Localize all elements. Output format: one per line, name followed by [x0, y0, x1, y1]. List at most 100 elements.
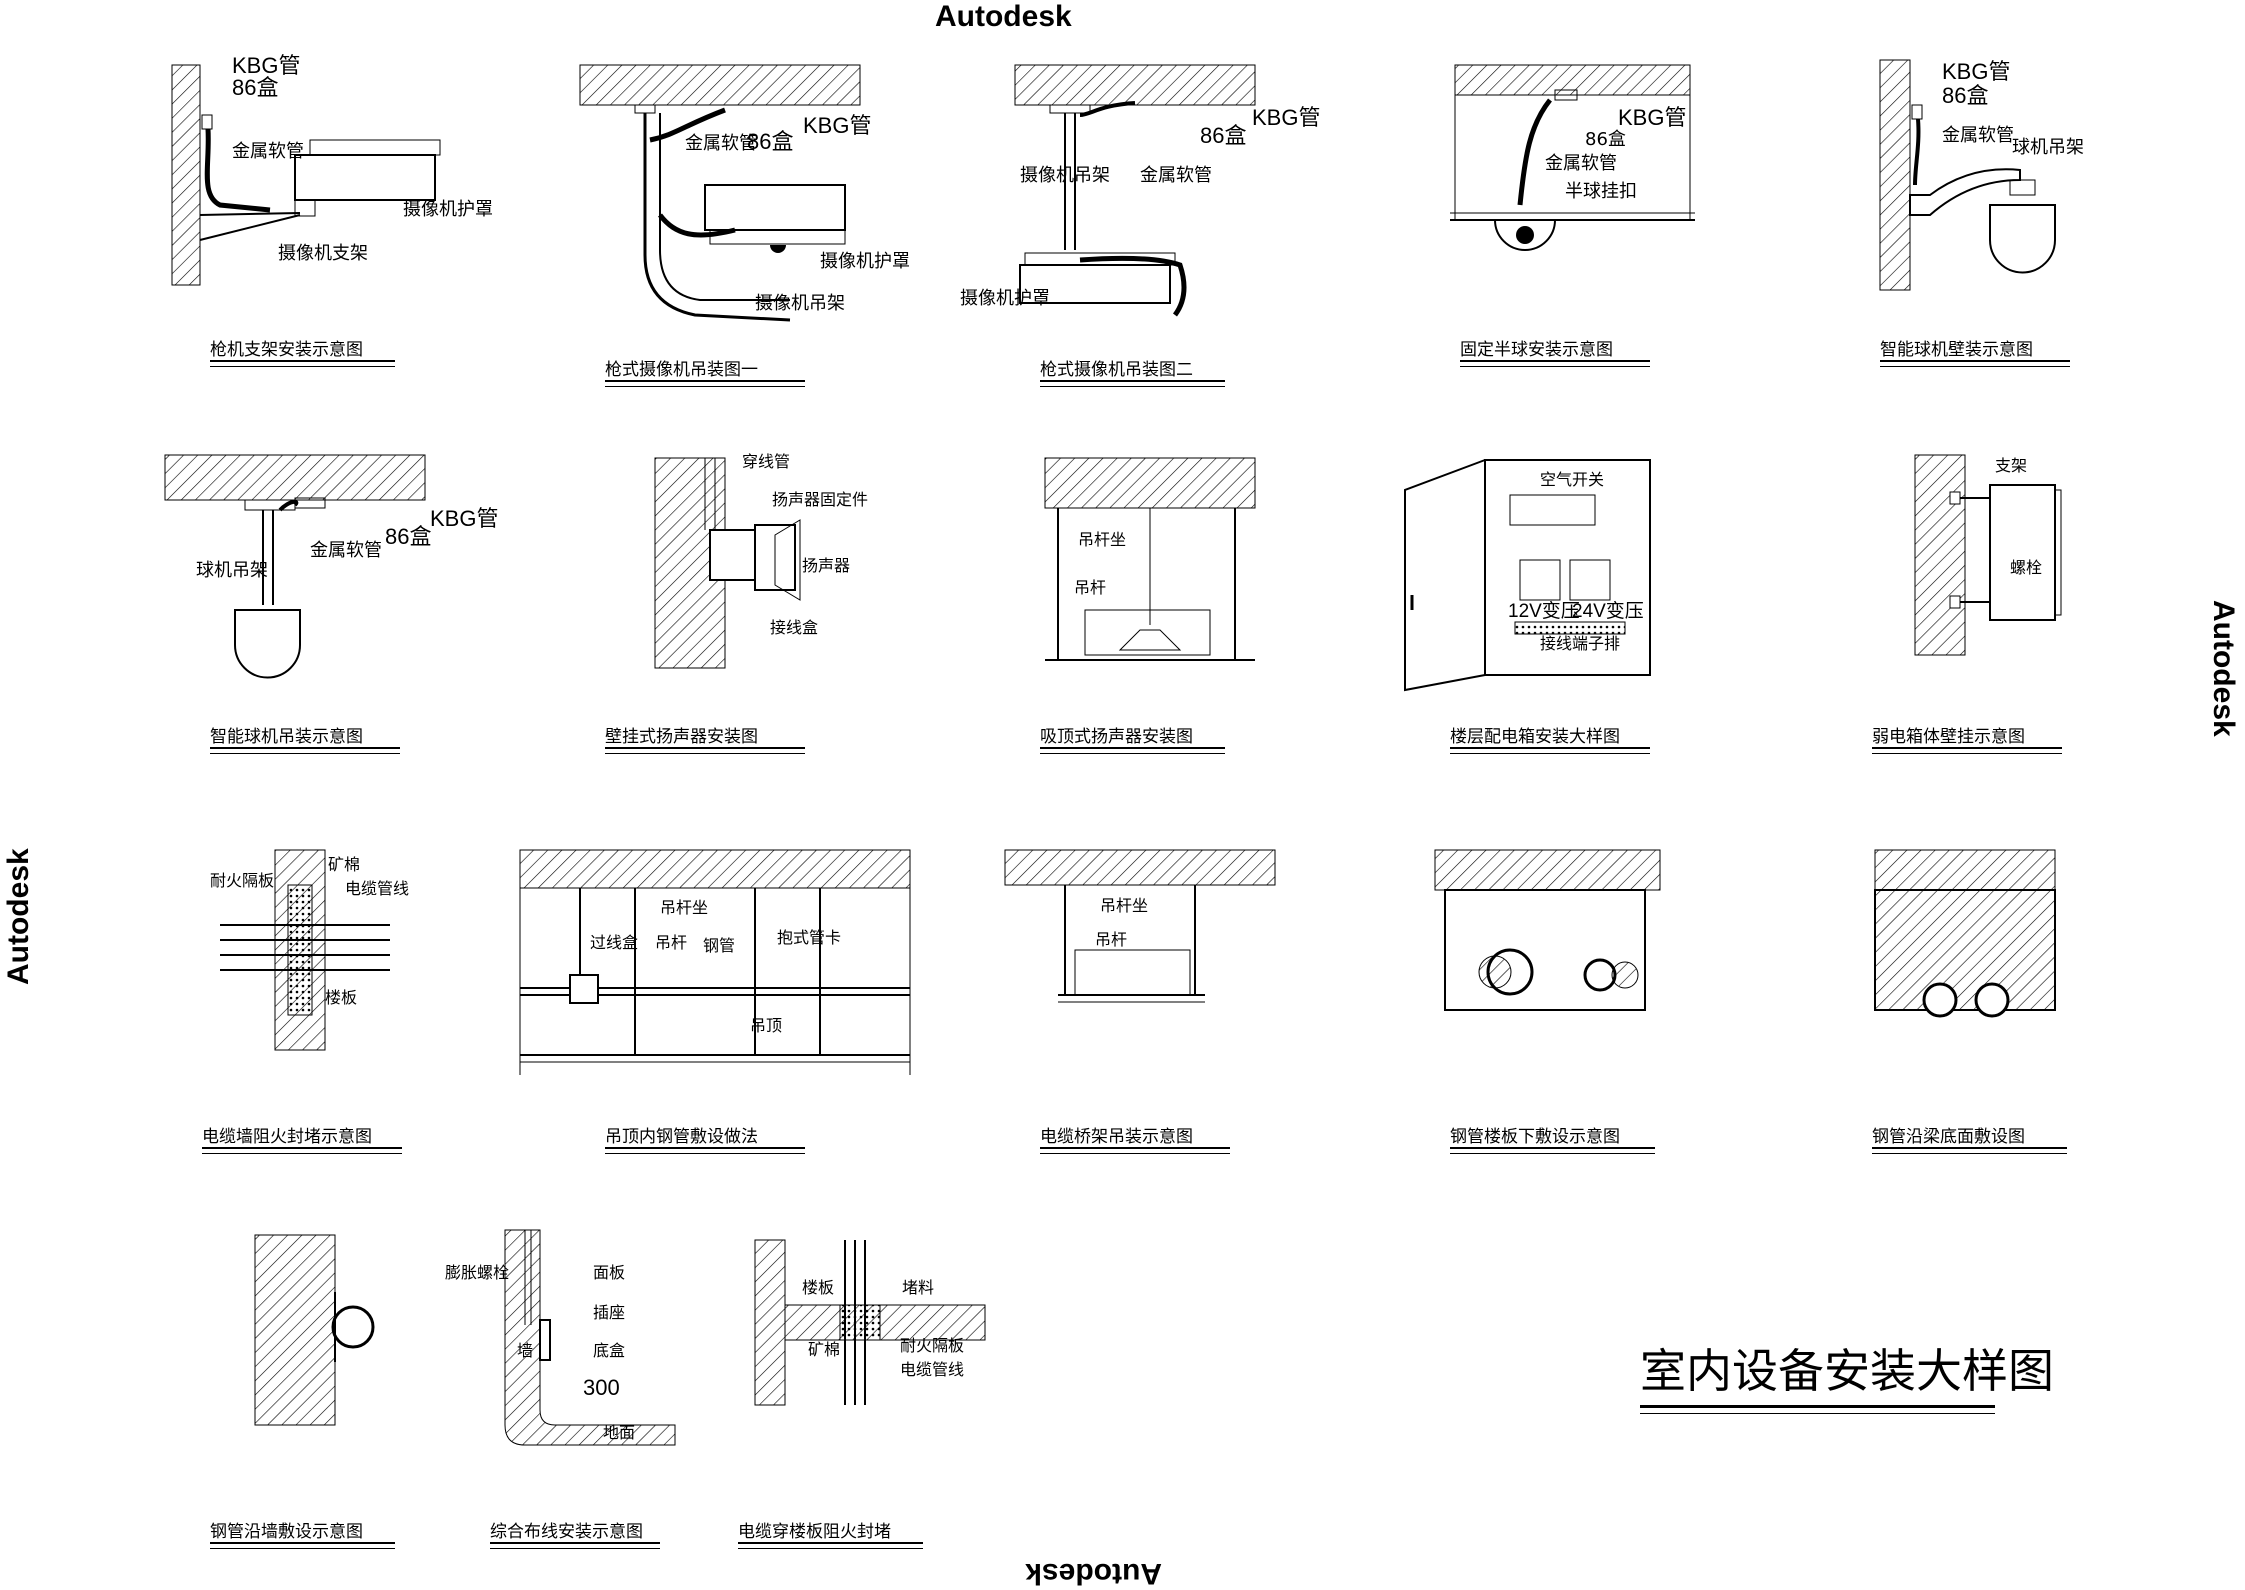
caption-p13: 电缆桥架吊装示意图 — [1040, 1127, 1193, 1147]
label-terminal: 接线端子排 — [1540, 634, 1621, 653]
caption-p6: 智能球机吊装示意图 — [210, 727, 363, 747]
diagram-fixed-dome: KBG管 86盒 金属软管 半球挂扣 — [1440, 55, 1700, 285]
label-conduit: 穿线管 — [742, 452, 791, 471]
label-clip: 半球挂扣 — [1565, 181, 1637, 202]
label-clamp: 抱式管卡 — [777, 928, 842, 947]
label-hose: 金属软管 — [310, 540, 382, 561]
pipe-under-beam-drawing — [1874, 849, 2056, 1018]
ptz-hang-drawing — [164, 454, 426, 679]
underline-p9 — [1450, 747, 1650, 749]
diagram-pipe-along-wall — [250, 1230, 410, 1430]
label-box: 过线盒 — [590, 933, 639, 952]
label-cover: 摄像机护罩 — [960, 288, 1050, 309]
label-bolt: 膨胀螺栓 — [445, 1263, 510, 1282]
label-kbg: KBG管 — [430, 506, 499, 531]
label-kbg: KBG管 — [232, 53, 301, 78]
diagram-gun-hang-1: KBG管 86盒 金属软管 摄像机护罩 摄像机吊架 — [575, 55, 910, 335]
pipe-along-wall-drawing — [254, 1234, 375, 1426]
label-seat: 吊杆坐 — [660, 898, 709, 917]
underline-p5 — [1880, 360, 2070, 362]
caption-p15: 钢管沿梁底面敷设图 — [1872, 1127, 2025, 1147]
label-floor: 楼板 — [802, 1278, 835, 1297]
caption-p10: 弱电箱体壁挂示意图 — [1872, 727, 2025, 747]
label-rod: 吊杆 — [655, 933, 688, 952]
label-hanger: 摄像机吊架 — [1020, 165, 1110, 186]
label-hose: 金属软管 — [1140, 165, 1212, 186]
diagram-ceiling-speaker: 吊杆坐 吊杆 — [1040, 450, 1270, 680]
diagram-wall-fire-seal: 耐火隔板 矿棉 电缆管线 楼板 — [210, 845, 430, 1055]
fixed-dome-drawing — [1450, 64, 1695, 251]
label-jbox: 接线盒 — [770, 618, 819, 637]
label-hanger: 摄像机吊架 — [755, 293, 845, 314]
diagram-gun-bracket-install: KBG管 86盒 金属软管 摄像机护罩 摄像机支架 — [150, 53, 493, 286]
caption-p2: 枪式摄像机吊装图一 — [605, 360, 758, 380]
gun-bracket-drawing — [171, 64, 441, 286]
diagram-slab-fire-seal: 楼板 堵料 矿棉 耐火隔板 电缆管线 — [750, 1230, 990, 1410]
diagram-gun-hang-2: KBG管 86盒 摄像机吊架 金属软管 摄像机护罩 — [960, 55, 1320, 325]
diagram-ceiling-steel-pipe: 吊杆坐 过线盒 吊杆 钢管 抱式管卡 吊顶 — [515, 840, 915, 1080]
label-pipe: 钢管 — [703, 936, 736, 955]
underline-p10 — [1872, 747, 2062, 749]
underline-p18 — [738, 1542, 923, 1544]
underline-p16 — [210, 1542, 395, 1544]
label-fixer: 扬声器固定件 — [772, 490, 869, 509]
gun-hang-2-drawing — [1014, 64, 1256, 317]
main-title: 室内设备安装大样图 — [1640, 1344, 2054, 1398]
underline-p17 — [490, 1542, 660, 1544]
wall-fire-seal-drawing — [220, 849, 390, 1051]
label-floor: 楼板 — [325, 988, 358, 1007]
label-wall: 墙 — [517, 1341, 534, 1360]
label-speaker: 扬声器 — [802, 556, 851, 575]
underline-p2 — [605, 380, 805, 382]
label-rod: 吊杆 — [1074, 578, 1107, 597]
caption-p18: 电缆穿楼板阻火封堵 — [738, 1522, 891, 1542]
diagram-ptz-wall: KBG管 86盒 金属软管 球机吊架 — [1870, 55, 2090, 291]
label-panel: 面板 — [593, 1263, 626, 1282]
ceiling-steel-pipe-drawing — [519, 849, 911, 1075]
watermark-right: Autodesk — [2207, 600, 2240, 737]
slab-fire-seal-drawing — [754, 1239, 986, 1406]
ptz-wall-drawing — [1879, 59, 2056, 291]
underline-p7 — [605, 747, 805, 749]
gun-hang-1-drawing — [579, 64, 861, 322]
label-wool: 矿棉 — [808, 1340, 841, 1359]
label-switch: 空气开关 — [1540, 470, 1605, 489]
label-seat: 吊杆坐 — [1100, 896, 1149, 915]
watermark-left: Autodesk — [2, 848, 35, 985]
main-title-underline — [1640, 1405, 1995, 1408]
caption-p9: 楼层配电箱安装大样图 — [1450, 727, 1620, 747]
label-bolt: 螺栓 — [2010, 558, 2043, 577]
label-bracket: 支架 — [1995, 456, 2028, 475]
diagram-distribution-box: 空气开关 12V变压 24V变压 接线端子排 — [1400, 450, 1660, 700]
label-12v: 12V变压 — [1508, 601, 1580, 622]
label-firebd: 耐火隔板 — [900, 1336, 965, 1355]
diagram-weak-box-wall: 支架 螺栓 — [1910, 450, 2070, 660]
label-wool: 矿棉 — [328, 855, 361, 874]
label-ground: 地面 — [603, 1423, 636, 1442]
underline-p15 — [1872, 1147, 2067, 1149]
label-cable: 电缆管线 — [900, 1360, 965, 1379]
weak-box-drawing — [1914, 454, 2062, 656]
diagram-cable-tray-hang: 吊杆坐 吊杆 — [1000, 840, 1280, 1010]
underline-p4 — [1460, 360, 1650, 362]
label-86box: 86盒 — [232, 75, 279, 100]
label-86box: 86盒 — [1585, 129, 1626, 150]
diagram-ptz-hang: KBG管 86盒 金属软管 球机吊架 — [160, 450, 498, 690]
label-hose: 金属软管 — [1545, 153, 1617, 174]
caption-p14: 钢管楼板下敷设示意图 — [1450, 1127, 1620, 1147]
diagram-pipe-under-beam — [1860, 840, 2070, 1030]
label-plug: 堵料 — [902, 1278, 935, 1297]
label-socket: 插座 — [593, 1303, 626, 1322]
ceiling-speaker-drawing — [1044, 457, 1256, 661]
label-hose: 金属软管 — [232, 141, 304, 162]
label-ceiling: 吊顶 — [750, 1016, 783, 1035]
caption-p12: 吊顶内钢管敷设做法 — [605, 1127, 758, 1147]
wall-speaker-drawing — [654, 457, 801, 669]
watermark-bottom: Autodesk — [1025, 1557, 1162, 1590]
caption-p16: 钢管沿墙敷设示意图 — [210, 1522, 363, 1542]
label-cover: 摄像机护罩 — [403, 199, 493, 220]
caption-p8: 吸顶式扬声器安装图 — [1040, 727, 1193, 747]
pipe-under-slab-drawing — [1434, 849, 1661, 1011]
caption-p1: 枪机支架安装示意图 — [210, 340, 363, 360]
label-hose: 金属软管 — [1942, 125, 2014, 146]
